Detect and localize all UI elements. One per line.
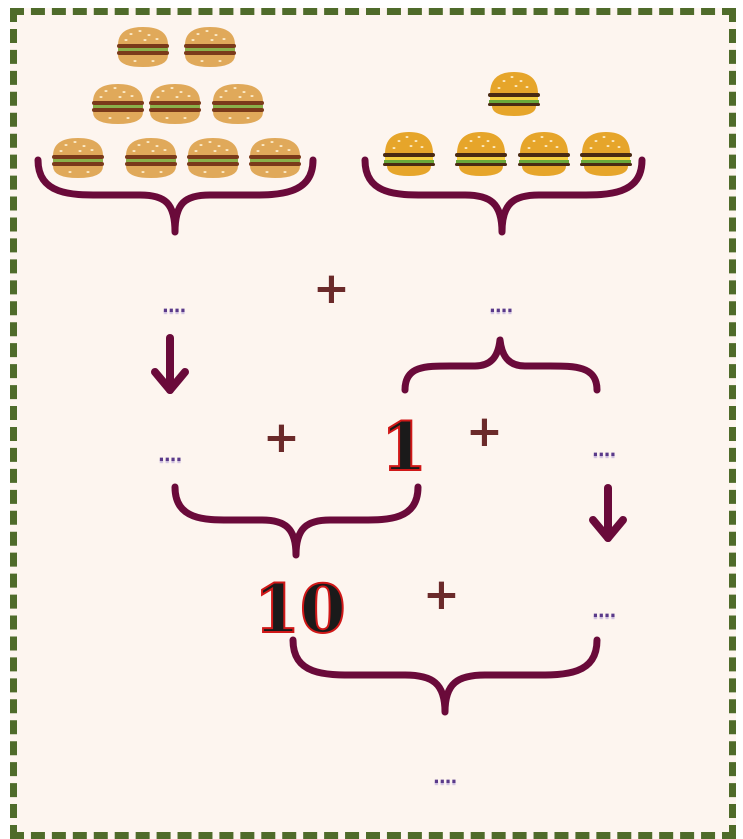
right-burger-group: [383, 72, 632, 176]
burger-icon: [52, 138, 104, 178]
left-burger-group: [52, 27, 301, 178]
number-ten: 10: [253, 570, 347, 648]
blank-remainder-copy: ....: [592, 601, 616, 622]
number-one: 1: [380, 408, 428, 486]
burger-icon: [117, 27, 169, 67]
plus-sign-1: +: [313, 263, 350, 314]
burger-icon: [249, 138, 301, 178]
blank-left-count: ....: [162, 296, 186, 317]
cheeseburger-icon: [455, 132, 507, 176]
cheeseburger-icon: [488, 72, 540, 116]
down-arrow-left: [151, 334, 189, 394]
brace-right-group: [361, 156, 646, 236]
brace-upward-right: [401, 336, 601, 394]
brace-left-group: [34, 156, 317, 236]
burger-icon: [149, 84, 201, 124]
blank-final-answer: ....: [433, 767, 457, 788]
down-arrow-right: [589, 484, 627, 542]
blank-right-count: ....: [489, 296, 513, 317]
burger-icon: [212, 84, 264, 124]
burger-icon: [187, 138, 239, 178]
cheeseburger-icon: [383, 132, 435, 176]
brace-middle: [171, 483, 422, 559]
blank-remainder: ....: [592, 440, 616, 461]
plus-sign-2: +: [263, 412, 300, 463]
burger-icon: [92, 84, 144, 124]
blank-split-part: ....: [158, 445, 182, 466]
burger-icon: [184, 27, 236, 67]
cheeseburger-icon: [580, 132, 632, 176]
cheeseburger-icon: [518, 132, 570, 176]
brace-bottom: [289, 636, 601, 716]
plus-sign-3: +: [466, 406, 503, 457]
plus-sign-4: +: [423, 569, 460, 620]
burger-icon: [125, 138, 177, 178]
